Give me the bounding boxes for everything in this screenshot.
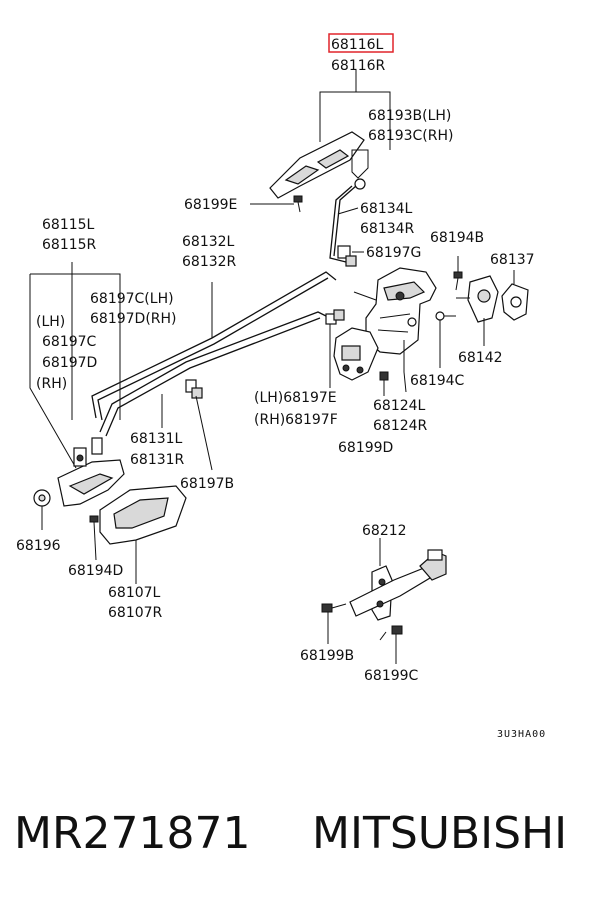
label-68115r[interactable]: 68115R xyxy=(42,237,97,253)
bolt-68199b xyxy=(321,603,347,644)
label-68137[interactable]: 68137 xyxy=(490,252,535,268)
screw-68199e xyxy=(250,195,303,213)
diagram-code: 3U3HA00 xyxy=(497,729,546,740)
label-68107r[interactable]: 68107R xyxy=(108,605,163,621)
label-68199b[interactable]: 68199B xyxy=(300,648,354,664)
outside-handle-part xyxy=(269,131,369,199)
label-68196[interactable]: 68196 xyxy=(16,538,61,554)
label-68197b[interactable]: 68197B xyxy=(180,476,234,492)
clip-68197g xyxy=(337,245,364,267)
screw-68199d xyxy=(379,371,389,396)
inside-handle-68115 xyxy=(57,437,125,507)
label-68131l[interactable]: 68131L xyxy=(130,431,183,447)
label-68197e[interactable]: (LH)68197E xyxy=(254,390,337,406)
door-check-68212 xyxy=(349,538,447,621)
label-68132l[interactable]: 68132L xyxy=(182,234,235,250)
label-lh: (LH) xyxy=(36,314,65,330)
brand-name: MITSUBISHI xyxy=(312,808,568,859)
bracket-68116 xyxy=(319,91,391,150)
label-68197c[interactable]: 68197C xyxy=(42,334,97,350)
label-68197f[interactable]: (RH)68197F xyxy=(254,412,338,428)
label-68142[interactable]: 68142 xyxy=(458,350,503,366)
part-footer: MR271871 MITSUBISHI xyxy=(0,808,600,868)
handle-cover-68107 xyxy=(99,485,187,584)
clip-68197e xyxy=(325,309,345,388)
label-68194c[interactable]: 68194C xyxy=(410,373,465,389)
label-68194b[interactable]: 68194B xyxy=(430,230,484,246)
rod-68134 xyxy=(329,185,353,263)
label-68131r[interactable]: 68131R xyxy=(130,452,185,468)
parts-diagram: 68116L 68116R 68193B(LH) 68193C(RH) 6819… xyxy=(16,33,546,740)
label-68197g[interactable]: 68197G xyxy=(366,245,421,261)
part-number: MR271871 xyxy=(14,808,251,859)
label-68199c[interactable]: 68199C xyxy=(364,668,419,684)
label-68124l[interactable]: 68124L xyxy=(373,398,426,414)
label-68116l[interactable]: 68116L xyxy=(331,37,384,53)
bolt-68194b xyxy=(453,256,463,291)
bracket-68115 xyxy=(29,262,121,469)
label-68193b[interactable]: 68193B(LH) xyxy=(368,108,451,124)
door-lock-actuator xyxy=(333,267,437,381)
label-68199e[interactable]: 68199E xyxy=(184,197,237,213)
bolt-68194c xyxy=(435,311,456,368)
bolt-68199c xyxy=(379,625,403,664)
shim-68137 xyxy=(501,270,529,321)
label-68197d[interactable]: 68197D xyxy=(42,355,97,371)
label-68199d[interactable]: 68199D xyxy=(338,440,393,456)
striker-68142 xyxy=(456,275,499,346)
label-68194d[interactable]: 68194D xyxy=(68,563,123,579)
label-68115l[interactable]: 68115L xyxy=(42,217,95,233)
label-68116r[interactable]: 68116R xyxy=(331,58,386,74)
label-68124r[interactable]: 68124R xyxy=(373,418,428,434)
clip-68197b xyxy=(185,379,213,471)
label-rh: (RH) xyxy=(36,376,67,392)
label-68197c-lh[interactable]: 68197C(LH) xyxy=(90,291,174,307)
label-68132r[interactable]: 68132R xyxy=(182,254,237,270)
screw-68194d xyxy=(89,515,99,561)
selected-part-highlight xyxy=(328,33,394,53)
rod-68131 xyxy=(99,311,327,433)
label-68107l[interactable]: 68107L xyxy=(108,585,161,601)
label-68197d-rh[interactable]: 68197D(RH) xyxy=(90,311,177,327)
grommet-68196 xyxy=(33,489,51,530)
label-68212[interactable]: 68212 xyxy=(362,523,407,539)
label-68134r[interactable]: 68134R xyxy=(360,221,415,237)
label-68193c[interactable]: 68193C(RH) xyxy=(368,128,454,144)
label-68134l[interactable]: 68134L xyxy=(360,201,413,217)
